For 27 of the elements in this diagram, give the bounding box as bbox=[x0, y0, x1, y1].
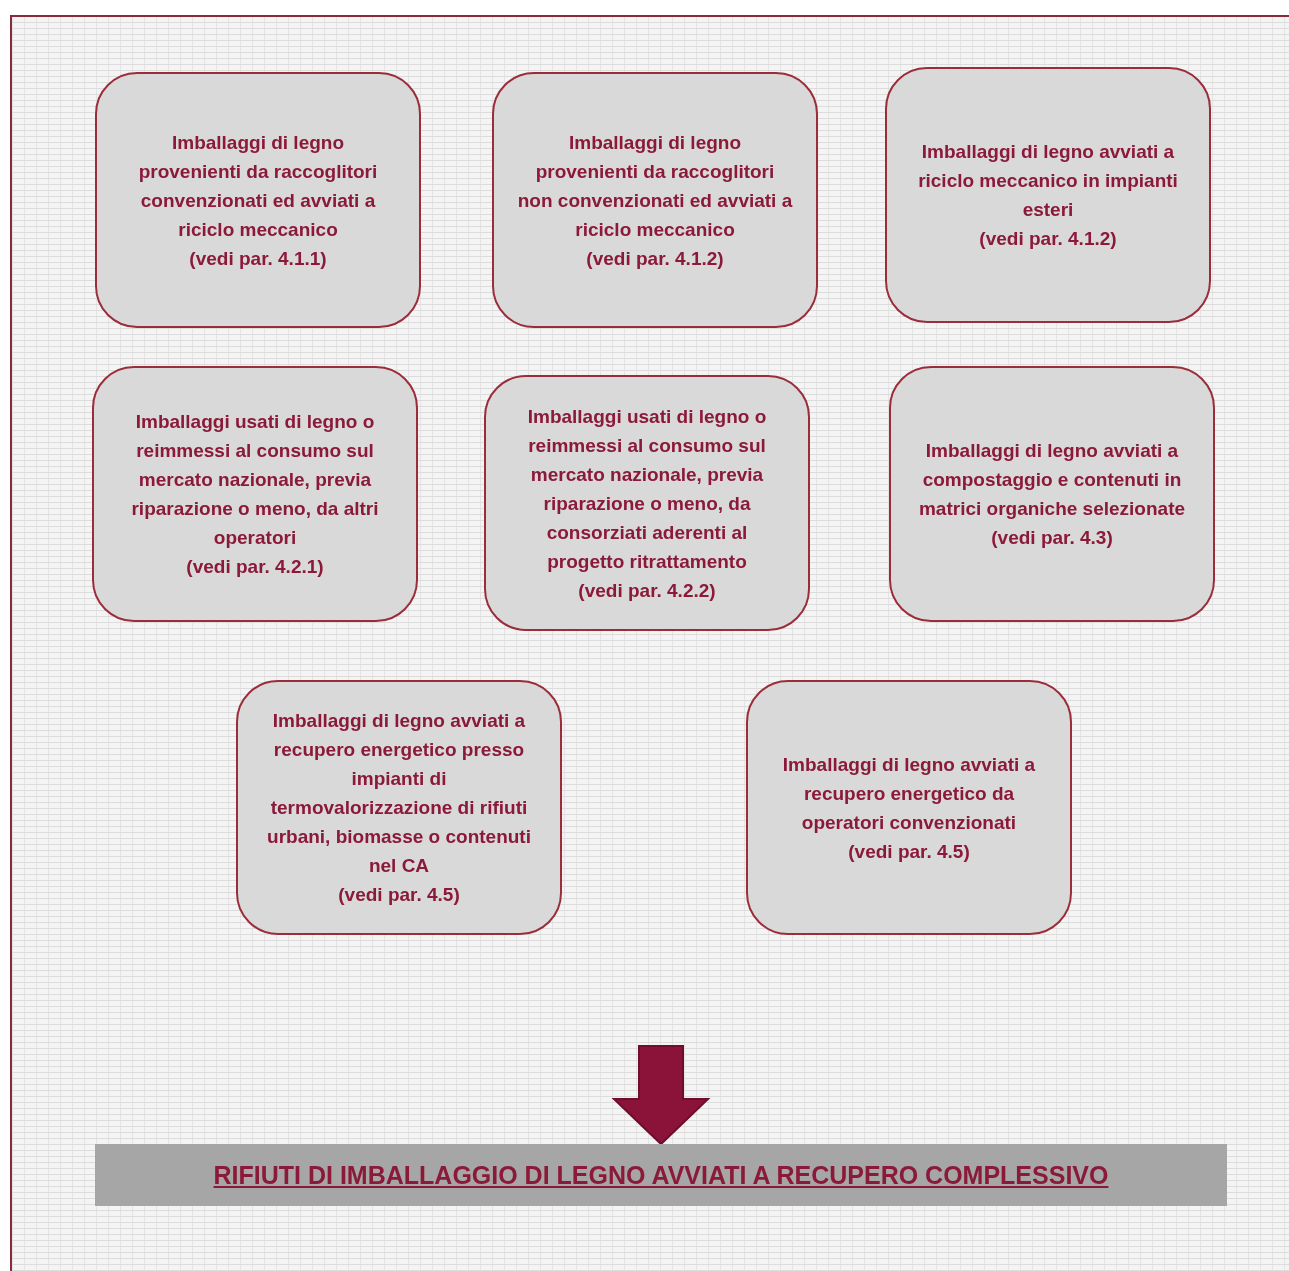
box-text: Imballaggi di legno provenienti da raccoglitori convenzionati ed avviati a riciclo meccanico bbox=[137, 130, 379, 242]
rounded-box bbox=[889, 366, 1215, 622]
reference-note: (vedi par. 4.1.2) bbox=[586, 246, 724, 271]
rounded-box bbox=[885, 67, 1211, 323]
rounded-box bbox=[746, 680, 1072, 935]
box-text: Imballaggi di legno avviati a compostaggio e contenuti in matrici organiche selezionate bbox=[917, 439, 1187, 521]
reference-note: (vedi par. 4.2.2) bbox=[578, 578, 716, 603]
box-text: Imballaggi di legno avviati a recupero energetico presso impianti di termovalorizzazione di rifiuti urbani, biomasse o contenuti nel CA bbox=[266, 709, 532, 878]
reference-note: (vedi par. 4.2.1) bbox=[186, 555, 324, 579]
block-arrow bbox=[611, 1045, 711, 1146]
box-text: Imballaggi di legno avviati a recupero energetico da operatori convenzionati bbox=[781, 752, 1037, 835]
reference-note: (vedi par. 4.3) bbox=[991, 526, 1113, 550]
reference-note: (vedi par. 4.5) bbox=[848, 839, 970, 864]
box-text: Imballaggi di legno provenienti da raccoglitori non convenzionati ed avviati a riciclo meccanico bbox=[516, 130, 794, 242]
rounded-box bbox=[95, 72, 421, 328]
reference-note: (vedi par. 4.1.2) bbox=[979, 227, 1117, 251]
banner-bar bbox=[95, 1144, 1227, 1206]
box-text: Imballaggi usati di legno o reimmessi al consumo sul mercato nazionale, previa riparazione o meno, da altri operatori bbox=[130, 410, 380, 550]
box-text: Imballaggi di legno avviati a riciclo meccanico in impianti esteri bbox=[917, 140, 1179, 222]
reference-note: (vedi par. 4.5) bbox=[338, 883, 460, 907]
rounded-box bbox=[492, 72, 818, 328]
rounded-box bbox=[92, 366, 418, 622]
rounded-box bbox=[484, 375, 810, 631]
banner-heading: RIFIUTI DI IMBALLAGGIO DI LEGNO AVVIATI A RECUPERO COMPLESSIVO bbox=[213, 1160, 1109, 1190]
reference-note: (vedi par. 4.1.1) bbox=[189, 246, 327, 271]
rounded-box bbox=[236, 680, 562, 935]
box-text: Imballaggi usati di legno o reimmessi al consumo sul mercato nazionale, previa riparazione o meno, da consorziati aderenti al progetto ritrattamento bbox=[526, 404, 768, 574]
